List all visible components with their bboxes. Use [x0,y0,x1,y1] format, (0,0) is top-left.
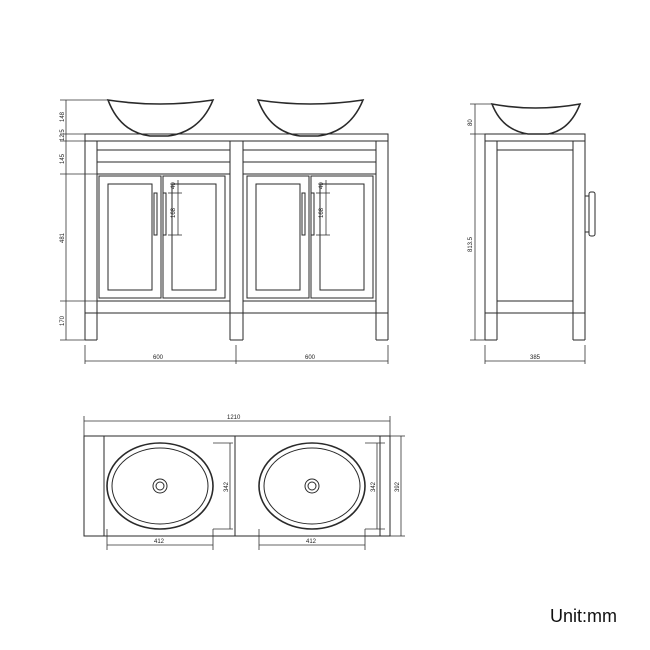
front-left-door-1 [98,175,162,299]
front-right-door-1 [246,175,310,299]
top-right-basin-outer [258,442,366,530]
drain-icon [304,478,320,494]
dim-top-width: 1210 [227,415,241,421]
dim-side-height: 813.5 [468,236,474,252]
dim-basin-depth-right: 342 [371,481,377,492]
front-view: 40 168 40 168 148 12.5 145 481 170 600 6… [60,98,389,364]
top-countertop [83,435,391,537]
dim-front-width-right: 600 [305,355,316,361]
front-right-basin [256,98,365,137]
dim-side-basin: 80 [468,119,474,126]
dim-handle-length-left: 168 [171,207,177,218]
side-countertop [484,133,586,142]
top-left-basin-outer [106,442,214,530]
front-left-basin [106,98,215,137]
dim-front-width-left: 600 [153,355,164,361]
dim-basin-width-right: 412 [306,539,317,545]
dim-handle-length-right: 168 [319,207,325,218]
top-view: 1210 392 342 342 412 412 [83,415,405,550]
side-handle-icon [588,191,596,237]
side-cabinet-frame [484,140,586,314]
front-cabinet-frame [84,140,389,314]
side-basin [490,102,582,135]
dim-side-depth: 385 [530,355,541,361]
dim-top-thickness: 12.5 [60,129,66,141]
front-left-door-2 [162,175,226,299]
dim-leg-height: 170 [60,315,66,326]
dim-drawer-height: 145 [60,153,66,164]
dim-basin-width-left: 412 [154,539,165,545]
dim-door-height: 481 [60,232,66,243]
unit-label: Unit:mm [550,606,617,626]
dim-handle-offset-left: 40 [171,182,177,189]
dim-top-depth: 392 [395,481,401,492]
front-right-door-2 [310,175,374,299]
drain-icon [152,478,168,494]
side-view: 80 813.5 385 [468,102,596,364]
dim-handle-offset-right: 40 [319,182,325,189]
front-countertop [84,133,389,142]
dim-basin-height: 148 [60,111,66,122]
dim-basin-depth-left: 342 [224,481,230,492]
handle-icon [153,192,158,236]
